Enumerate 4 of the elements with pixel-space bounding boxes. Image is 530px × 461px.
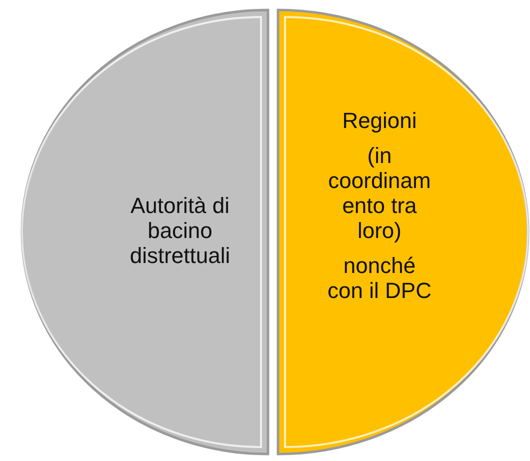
segment-label: (in coordinamento tra loro) [327, 143, 432, 243]
segment-label: Regioni [341, 108, 418, 133]
segment-label: Autorità di bacino distrettuali [128, 193, 232, 268]
segment-label: nonché con il DPC [326, 253, 432, 303]
